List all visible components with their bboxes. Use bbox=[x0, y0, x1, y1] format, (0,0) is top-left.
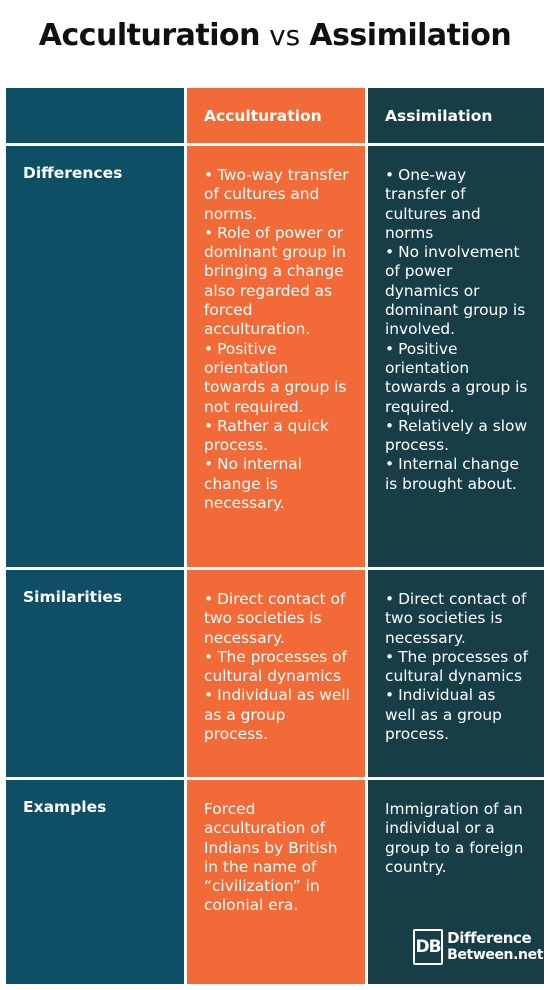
page-title: Acculturation vs Assimilation bbox=[0, 18, 550, 53]
list-item: •The processes of cultural dynamics bbox=[204, 647, 347, 686]
title-vs: vs bbox=[269, 19, 301, 52]
difference-between-logo: DB Difference Between.net bbox=[413, 925, 543, 969]
list-item: •Direct contact of two societies is nece… bbox=[385, 590, 527, 647]
logo-line-difference: Difference bbox=[447, 929, 532, 947]
title-assimilation: Assimilation bbox=[309, 18, 512, 53]
row-label-differences: Differences bbox=[6, 146, 184, 567]
list-item: •Internal change is brought about. bbox=[385, 455, 519, 493]
examples-acculturation-cell: Forced acculturation of Indians by Briti… bbox=[187, 780, 365, 984]
list-item: •Positive orientation towards a group is… bbox=[385, 339, 528, 416]
list-item: •Two-way transfer of cultures and norms. bbox=[204, 166, 349, 223]
list-item: •Direct contact of two societies is nece… bbox=[204, 590, 346, 647]
list-item: •No involvement of power dynamics or dom… bbox=[385, 243, 526, 339]
logo-line-between: Between.net bbox=[447, 947, 543, 963]
title-acculturation: Acculturation bbox=[38, 18, 261, 53]
list-item: •Positive orientation towards a group is… bbox=[204, 339, 347, 416]
logo-wordmark: Difference Between.net bbox=[447, 930, 543, 964]
differences-acculturation-cell: •Two-way transfer of cultures and norms.… bbox=[187, 146, 365, 567]
header-blank-cell bbox=[6, 88, 184, 143]
list-item: •The processes of cultural dynamics bbox=[385, 647, 528, 686]
list-item: •Individual as well as a group process. bbox=[204, 686, 350, 744]
list-item: •Role of power or dominant group in brin… bbox=[204, 223, 346, 339]
examples-assimilation-cell: Immigration of an individual or a group … bbox=[368, 780, 544, 984]
row-label-similarities: Similarities bbox=[6, 570, 184, 777]
list-item: •One-way transfer of cultures and norms bbox=[385, 166, 481, 242]
list-item: •No internal change is necessary. bbox=[204, 455, 302, 513]
differences-assimilation-cell: •One-way transfer of cultures and norms … bbox=[368, 146, 544, 567]
list-item: •Relatively a slow process. bbox=[385, 416, 528, 455]
list-item: •Rather a quick process. bbox=[204, 416, 329, 455]
list-item: •Individual as well as a group process. bbox=[385, 686, 502, 744]
header-acculturation: Acculturation bbox=[187, 88, 365, 143]
similarities-assimilation-cell: •Direct contact of two societies is nece… bbox=[368, 570, 544, 777]
row-label-examples: Examples bbox=[6, 780, 184, 984]
header-assimilation: Assimilation bbox=[368, 88, 544, 143]
db-logo-icon: DB bbox=[413, 929, 444, 965]
similarities-acculturation-cell: •Direct contact of two societies is nece… bbox=[187, 570, 365, 777]
comparison-table: Acculturation Assimilation Differences •… bbox=[6, 88, 544, 984]
